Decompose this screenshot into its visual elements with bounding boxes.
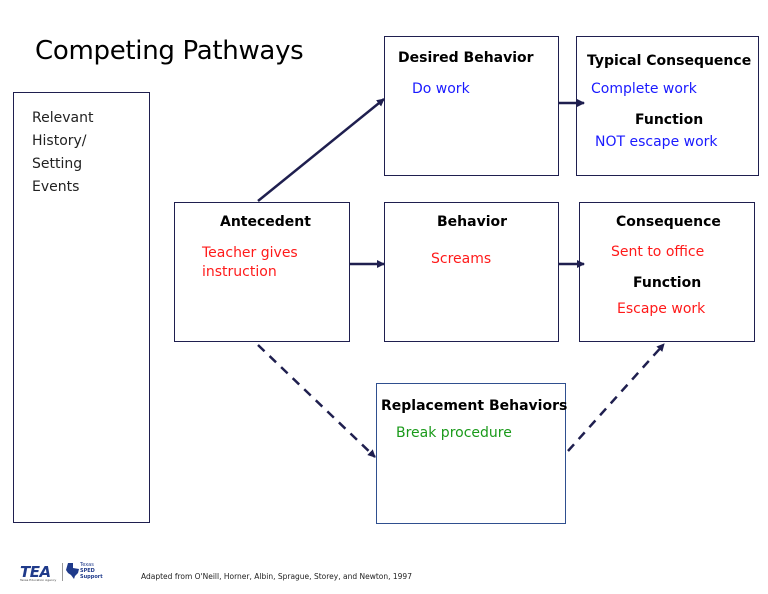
replacement-behaviors-box: Replacement Behaviors Break procedure <box>376 383 568 524</box>
logo-text-line: SPED <box>80 568 95 574</box>
setting-events-line: Setting <box>32 156 83 172</box>
behavior-box: Behavior Screams <box>384 202 559 342</box>
citation: Adapted from O'Neill, Horner, Albin, Spr… <box>141 572 412 581</box>
consequence-text: Sent to office <box>611 244 705 260</box>
desired-behavior-text: Do work <box>412 81 470 97</box>
page-title: Competing Pathways <box>35 36 304 66</box>
setting-events-box: Relevant History/ Setting Events <box>13 92 150 523</box>
behavior-heading: Behavior <box>437 214 508 230</box>
logo-text-line: Texas <box>80 562 94 568</box>
arrow-replacement-to-consequence <box>567 343 665 452</box>
typical-function-heading: Function <box>635 112 704 128</box>
logo-text-line: Support <box>80 574 103 580</box>
arrow-antecedent-to-desired <box>257 98 385 202</box>
setting-events-label: Relevant History/ Setting Events <box>32 107 93 199</box>
tea-logo: TEA <box>20 563 51 581</box>
antecedent-text-line: instruction <box>202 264 277 280</box>
consequence-function-text: Escape work <box>617 301 706 317</box>
tea-logo-subtitle: Texas Education Agency <box>20 578 57 582</box>
typical-consequence-heading: Typical Consequence <box>587 53 752 69</box>
texas-sped-support-logo: Texas SPED Support <box>80 562 103 580</box>
antecedent-box: Antecedent Teacher gives instruction <box>174 202 350 342</box>
arrow-antecedent-to-replacement <box>257 344 376 458</box>
typical-consequence-box: Typical Consequence Complete work Functi… <box>576 36 759 176</box>
replacement-text: Break procedure <box>396 425 512 441</box>
desired-behavior-box: Desired Behavior Do work <box>384 36 559 176</box>
behavior-text: Screams <box>431 251 492 267</box>
consequence-heading: Consequence <box>616 214 721 230</box>
setting-events-line: Relevant <box>32 110 94 126</box>
replacement-heading: Replacement Behaviors <box>381 398 568 414</box>
consequence-box: Consequence Sent to office Function Esca… <box>579 202 755 342</box>
consequence-function-heading: Function <box>633 275 702 291</box>
logo-divider <box>62 563 63 581</box>
typical-function-text: NOT escape work <box>595 134 718 150</box>
typical-consequence-text: Complete work <box>591 81 697 97</box>
antecedent-heading: Antecedent <box>220 214 311 230</box>
setting-events-line: Events <box>32 179 80 195</box>
texas-state-icon <box>66 563 79 579</box>
antecedent-text-line: Teacher gives <box>202 245 298 261</box>
desired-behavior-heading: Desired Behavior <box>398 50 534 66</box>
setting-events-line: History/ <box>32 133 87 149</box>
